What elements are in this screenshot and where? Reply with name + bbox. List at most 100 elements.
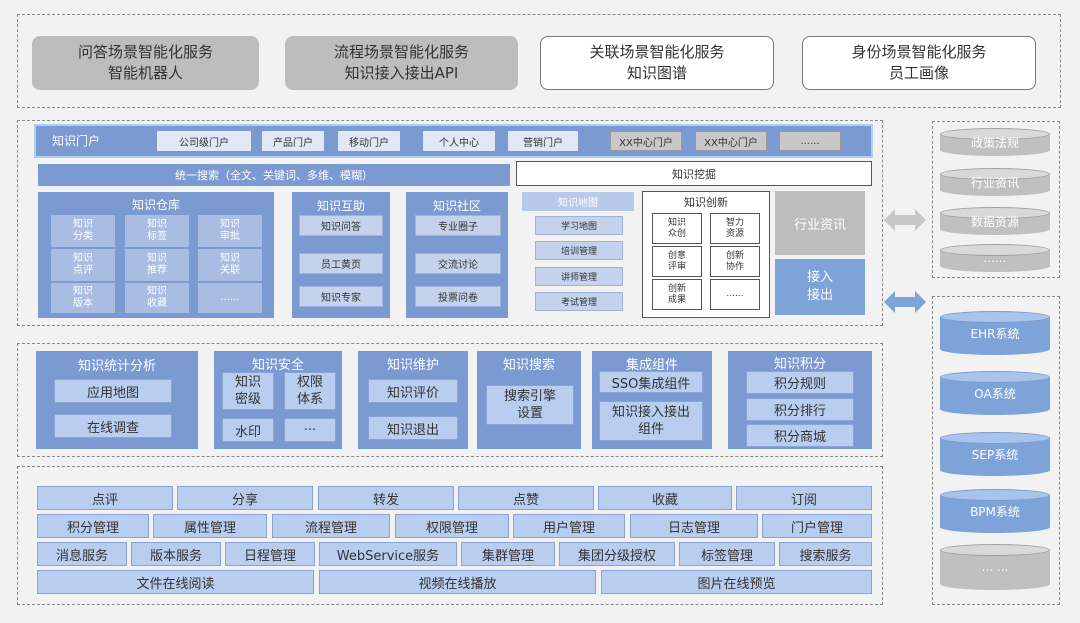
security-secrecy[interactable]: 知识密级 [222,372,274,410]
stats-app-map[interactable]: 应用地图 [54,379,172,403]
db-policy-label: 政策法规 [970,135,1019,150]
tab-company-portal[interactable]: 公司级门户 [157,131,251,151]
repo-cell-text: 标签 [147,231,167,242]
base-message[interactable]: 消息服务 [37,542,127,566]
knowledge-map-title[interactable]: 知识地图 [522,192,634,211]
db-data: 数据资源 [940,207,1050,235]
repo-cell-text: 关联 [220,265,240,276]
portal-panel [17,120,883,326]
community-circles[interactable]: 专业圈子 [415,215,501,236]
base-points-mgmt[interactable]: 积分管理 [37,514,149,538]
tab-xx-center-1[interactable]: XX中心门户 [610,131,682,151]
repo-cell-text: 审批 [220,231,240,242]
innovation-cell-text: 协作 [725,261,744,272]
innovation-title: 知识创新 [684,196,728,209]
maintain-evaluate[interactable]: 知识评价 [368,379,458,403]
repo-cell-text: ...... [220,292,240,303]
sys-more: ... ... [940,544,1050,590]
tab-more[interactable]: ...... [779,131,841,151]
community-title: 知识社区 [432,198,481,213]
base-portal-mgmt[interactable]: 门户管理 [762,514,872,538]
mutual-experts[interactable]: 知识专家 [299,286,383,307]
base-cluster[interactable]: 集群管理 [461,542,555,566]
tab-xx-center-2[interactable]: XX中心门户 [695,131,767,151]
base-user-mgmt[interactable]: 用户管理 [513,514,625,538]
base-schedule[interactable]: 日程管理 [225,542,315,566]
innovation-cell: 创意评审 [652,246,702,277]
map-learning[interactable]: 学习地图 [535,216,623,235]
map-exam[interactable]: 考试管理 [535,292,623,311]
base-file-read[interactable]: 文件在线阅读 [37,570,314,594]
db-data-label: 数据资源 [970,214,1019,229]
base-version[interactable]: 版本服务 [131,542,221,566]
integration-sso[interactable]: SSO集成组件 [599,371,703,393]
innovation-cell: 创新协作 [710,246,760,277]
mutual-title: 知识互助 [316,198,365,213]
stats-survey[interactable]: 在线调查 [54,414,172,438]
community-discussion[interactable]: 交流讨论 [415,253,501,274]
base-perm-mgmt[interactable]: 权限管理 [395,514,509,538]
mutual-yellow-pages[interactable]: 员工黄页 [299,253,383,274]
search-engine-l1: 搜索引擎 [503,389,556,404]
repo-cell-text: 版本 [73,298,93,309]
repo-cell-text: 知识 [73,219,93,230]
integration-access[interactable]: 知识接入接出组件 [599,401,703,441]
base-forward[interactable]: 转发 [318,486,454,510]
mutual-qa[interactable]: 知识问答 [299,215,383,236]
innovation-cell-text: 知识 [667,217,686,228]
access-in: 接入 [806,270,833,285]
base-video-play[interactable]: 视频在线播放 [319,570,596,594]
integration-title: 集成组件 [625,357,678,373]
base-like[interactable]: 点赞 [458,486,594,510]
base-search-service[interactable]: 搜索服务 [779,542,872,566]
innovation-cell: 知识众创 [652,213,702,244]
innovation-cell-text: 智力 [725,217,744,228]
tab-mobile-portal[interactable]: 移动门户 [338,131,400,151]
tab-personal-center[interactable]: 个人中心 [423,131,495,151]
repo-cell-tag: 知识标签 [125,215,189,247]
base-attr-mgmt[interactable]: 属性管理 [153,514,267,538]
base-share[interactable]: 分享 [177,486,313,510]
repo-cell-text: 知识 [73,286,93,297]
base-image-preview[interactable]: 图片在线预览 [601,570,872,594]
sys-sep: SEP系统 [940,432,1050,476]
security-more[interactable]: ··· [284,418,336,442]
innovation-cell-text: 创意 [667,250,686,261]
base-subscribe[interactable]: 订阅 [736,486,872,510]
repo-cell-text: 推荐 [147,265,167,276]
repo-cell-text: 知识 [147,253,167,264]
repo-cell-recommend: 知识推荐 [125,249,189,281]
map-training[interactable]: 培训管理 [535,241,623,260]
points-rules[interactable]: 积分规则 [746,371,854,394]
sys-oa-label: OA系统 [974,386,1016,401]
map-lecturer[interactable]: 讲师管理 [535,267,623,286]
base-favorite[interactable]: 收藏 [598,486,732,510]
external-systems-panel [932,296,1060,605]
points-ranking[interactable]: 积分排行 [746,398,854,421]
base-tag-mgmt[interactable]: 标签管理 [679,542,775,566]
innovation-cell-text: 创新 [667,283,686,294]
search-engine-settings[interactable]: 搜索引擎设置 [486,385,574,425]
base-comment[interactable]: 点评 [37,486,173,510]
maintain-exit[interactable]: 知识退出 [368,416,458,440]
security-watermark[interactable]: 水印 [222,418,274,442]
double-arrow-blue-icon [884,291,926,313]
security-secrecy-l1: 知识 [234,375,261,390]
repo-cell-text: 知识 [220,253,240,264]
community-vote[interactable]: 投票问卷 [415,286,501,307]
security-permission[interactable]: 权限体系 [284,372,336,410]
integration-access-l2: 组件 [637,422,664,437]
base-group-auth[interactable]: 集团分级授权 [559,542,675,566]
innovation-cell-text: 评审 [667,261,686,272]
industry-info-box: 行业资讯 [775,191,865,255]
tab-marketing-portal[interactable]: 营销门户 [508,131,578,151]
base-flow-mgmt[interactable]: 流程管理 [272,514,390,538]
unified-search-bar[interactable]: 统一搜索（全文、关键词、多维、模糊） [38,164,510,186]
repo-cell-text: 收藏 [147,298,167,309]
double-arrow-gray-icon [884,209,926,231]
points-mall[interactable]: 积分商城 [746,424,854,447]
security-secrecy-l2: 密级 [234,392,261,407]
tab-product-portal[interactable]: 产品门户 [262,131,324,151]
base-log-mgmt[interactable]: 日志管理 [630,514,758,538]
base-webservice[interactable]: WebService服务 [319,542,457,566]
